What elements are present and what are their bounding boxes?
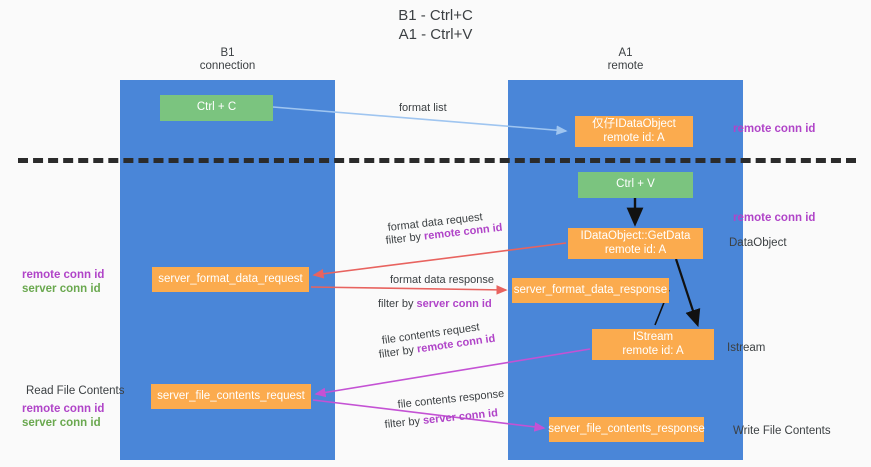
annotation-remote-conn-id-top: remote conn id	[733, 123, 816, 135]
filter-prefix: filter by	[378, 343, 418, 361]
node-ctrl-c-label: Ctrl + C	[196, 101, 237, 114]
annotation-write-file-contents: Write File Contents	[733, 425, 831, 437]
filter-key-server-conn-id: server conn id	[422, 407, 499, 427]
edge-label-format-list: format list	[399, 102, 447, 114]
annotation-server-conn-id-2: server conn id	[22, 417, 101, 429]
annotation-istream: Istream	[727, 342, 766, 354]
node-getdata-remote-id: remote id: A	[604, 243, 667, 256]
node-server-format-data-response-label: server_format_data_response	[513, 283, 668, 296]
lane-b1-role: connection	[199, 60, 256, 72]
annotation-remote-conn-id-mid: remote conn id	[733, 212, 816, 224]
lane-b1-name: B1	[220, 47, 235, 59]
node-server-file-contents-request-label: server_file_contents_request	[157, 389, 305, 402]
lane-header-a1: A1 remote	[508, 47, 743, 73]
filter-prefix: filter by	[385, 230, 425, 247]
node-idataobject[interactable]: 仅仔IDataObject remote id: A	[575, 116, 693, 147]
filter-key-server-conn-id: server conn id	[416, 298, 492, 310]
annotation-dataobject: DataObject	[729, 237, 787, 249]
title-line-2: A1 - Ctrl+V	[398, 26, 473, 43]
filter-prefix: filter by	[378, 298, 417, 310]
node-istream[interactable]: IStream remote id: A	[592, 329, 714, 360]
annotation-conn-ids-lower: remote conn id server conn id	[22, 402, 104, 430]
node-ctrl-v[interactable]: Ctrl + V	[578, 172, 693, 198]
node-server-format-data-request[interactable]: server_format_data_request	[152, 267, 309, 292]
node-server-file-contents-response-label: server_file_contents_response	[548, 422, 705, 435]
annotation-remote-conn-id-1: remote conn id	[22, 269, 105, 281]
edge-label-format-data-response: format data response	[390, 274, 494, 286]
node-server-format-data-response[interactable]: server_format_data_response	[512, 278, 669, 303]
annotation-read-file-contents: Read File Contents	[26, 385, 125, 397]
node-idataobject-getdata[interactable]: IDataObject::GetData remote id: A	[568, 228, 703, 259]
node-server-file-contents-request[interactable]: server_file_contents_request	[151, 384, 311, 409]
phase-divider	[18, 158, 856, 163]
edge-label-format-data-response-filter: filter by server conn id	[378, 297, 492, 312]
annotation-server-conn-id-1: server conn id	[22, 283, 101, 295]
annotation-conn-ids-upper: remote conn id server conn id	[22, 268, 104, 296]
node-istream-label: IStream	[632, 331, 674, 343]
annotation-remote-conn-id-2: remote conn id	[22, 403, 105, 415]
lane-header-b1: B1 connection	[120, 47, 335, 73]
node-server-format-data-request-label: server_format_data_request	[158, 272, 303, 285]
node-idataobject-label: 仅仔IDataObject	[592, 118, 676, 130]
node-getdata-label: IDataObject::GetData	[580, 230, 691, 242]
lane-a1-name: A1	[618, 47, 633, 59]
node-server-file-contents-response[interactable]: server_file_contents_response	[548, 417, 705, 442]
node-istream-remote-id: remote id: A	[622, 344, 684, 357]
node-idataobject-remote-id: remote id: A	[603, 131, 665, 144]
filter-prefix: filter by	[384, 414, 424, 431]
page-title: B1 - Ctrl+C A1 - Ctrl+V	[0, 6, 871, 44]
lane-a1-role: remote	[607, 60, 644, 72]
node-ctrl-c[interactable]: Ctrl + C	[160, 95, 273, 121]
title-line-1: B1 - Ctrl+C	[398, 7, 473, 24]
node-ctrl-v-label: Ctrl + V	[616, 178, 655, 191]
